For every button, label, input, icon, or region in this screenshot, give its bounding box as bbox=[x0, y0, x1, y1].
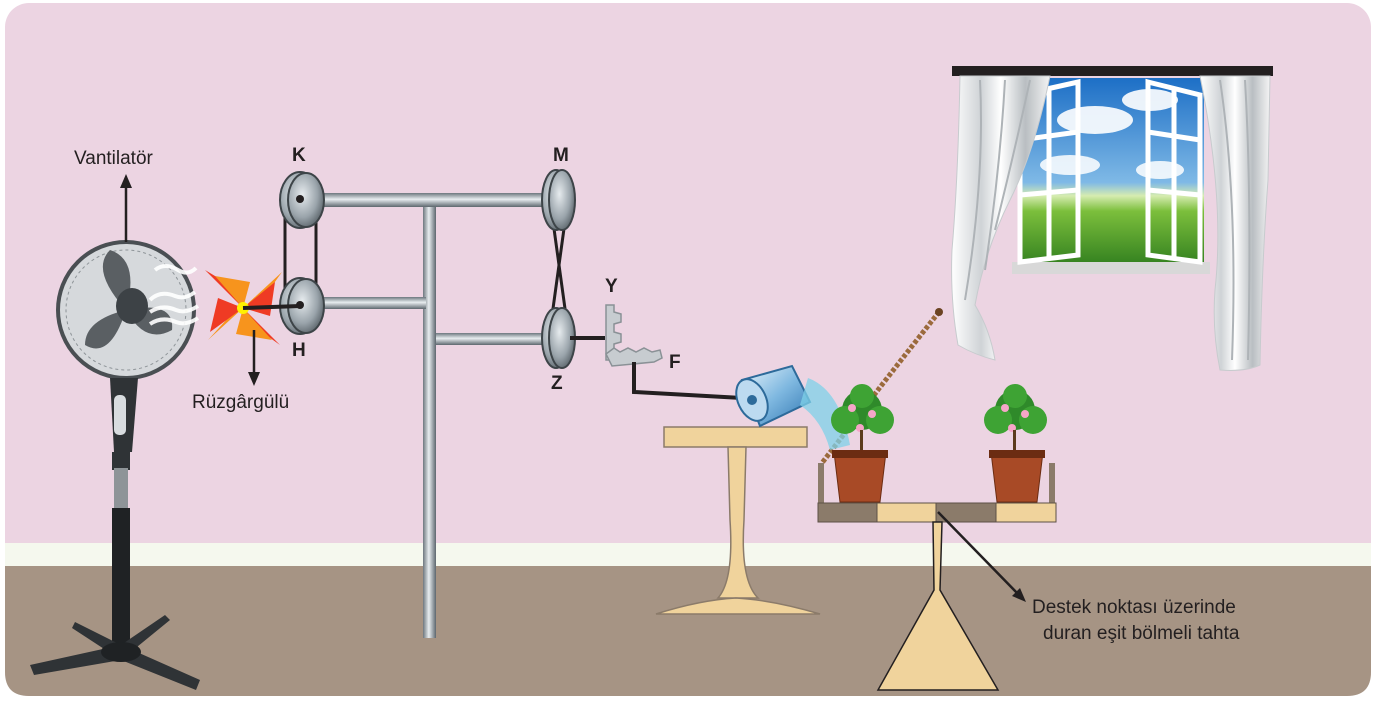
pulley-z-label: Z bbox=[551, 373, 563, 395]
pulley-m bbox=[542, 170, 575, 230]
support-pole bbox=[423, 206, 436, 638]
pulley-k bbox=[280, 172, 324, 228]
pulley-k-label: K bbox=[292, 145, 306, 167]
pinwheel-label: Rüzgârgülü bbox=[192, 392, 289, 414]
rope-knot bbox=[935, 308, 943, 316]
shaft-z bbox=[436, 333, 556, 345]
gear-f-label: F bbox=[669, 352, 681, 374]
support-label-line2: duran eşit bölmeli tahta bbox=[1043, 623, 1239, 645]
pulley-m-label: M bbox=[553, 145, 569, 167]
fan-label: Vantilatör bbox=[74, 148, 153, 170]
pulley-h-label: H bbox=[292, 340, 306, 362]
support-label-line1: Destek noktası üzerinde bbox=[1032, 597, 1236, 619]
shaft-k-m bbox=[300, 193, 562, 207]
gear-y-label: Y bbox=[605, 276, 618, 298]
